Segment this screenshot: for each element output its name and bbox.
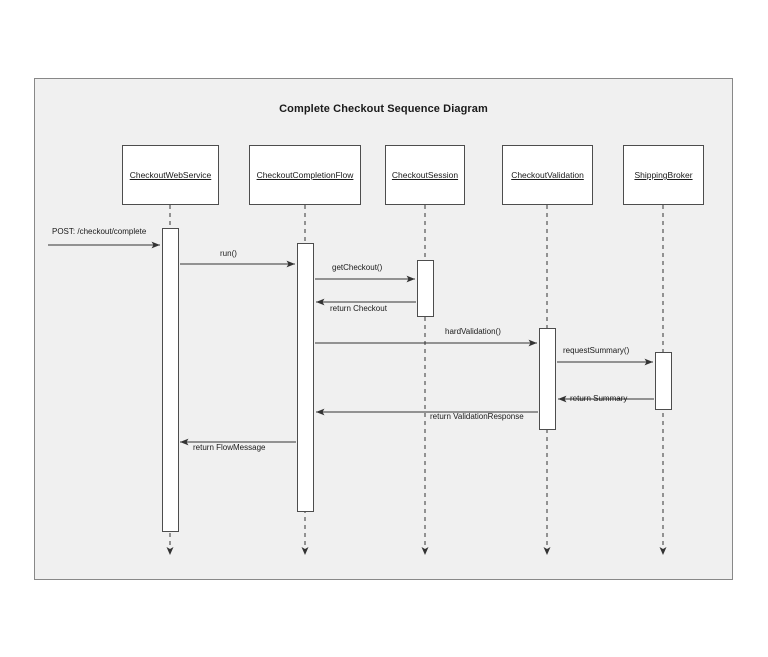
participant-label: CheckoutSession <box>391 170 459 180</box>
msg-hard-validation-label: hardValidation() <box>445 327 501 336</box>
msg-run-label: run() <box>220 249 237 258</box>
participant-label: ShippingBroker <box>634 170 693 180</box>
participant-checkout-validation[interactable]: CheckoutValidation <box>502 145 593 205</box>
participant-label: CheckoutWebService <box>129 170 212 180</box>
page-title: Complete Checkout Sequence Diagram <box>279 103 488 115</box>
activation-checkout-session[interactable] <box>417 260 434 317</box>
msg-get-checkout-label: getCheckout() <box>332 263 383 272</box>
activation-checkout-validation[interactable] <box>539 328 556 430</box>
participant-checkout-web-service[interactable]: CheckoutWebService <box>122 145 219 205</box>
activation-checkout-web-service[interactable] <box>162 228 179 532</box>
participant-label: CheckoutCompletionFlow <box>256 170 354 180</box>
msg-request-summary-label: requestSummary() <box>563 346 630 355</box>
msg-return-validation-response-label: return ValidationResponse <box>430 412 524 421</box>
participant-shipping-broker[interactable]: ShippingBroker <box>623 145 704 205</box>
msg-return-flow-message-label: return FlowMessage <box>193 443 266 452</box>
msg-return-summary-label: return Summary <box>570 394 628 403</box>
participant-checkout-completion-flow[interactable]: CheckoutCompletionFlow <box>249 145 361 205</box>
msg-return-checkout-label: return Checkout <box>330 304 387 313</box>
activation-checkout-completion-flow[interactable] <box>297 243 314 512</box>
participant-checkout-session[interactable]: CheckoutSession <box>385 145 465 205</box>
participant-label: CheckoutValidation <box>511 170 584 180</box>
activation-shipping-broker[interactable] <box>655 352 672 410</box>
msg-post-checkout-complete-label: POST: /checkout/complete <box>52 227 147 236</box>
